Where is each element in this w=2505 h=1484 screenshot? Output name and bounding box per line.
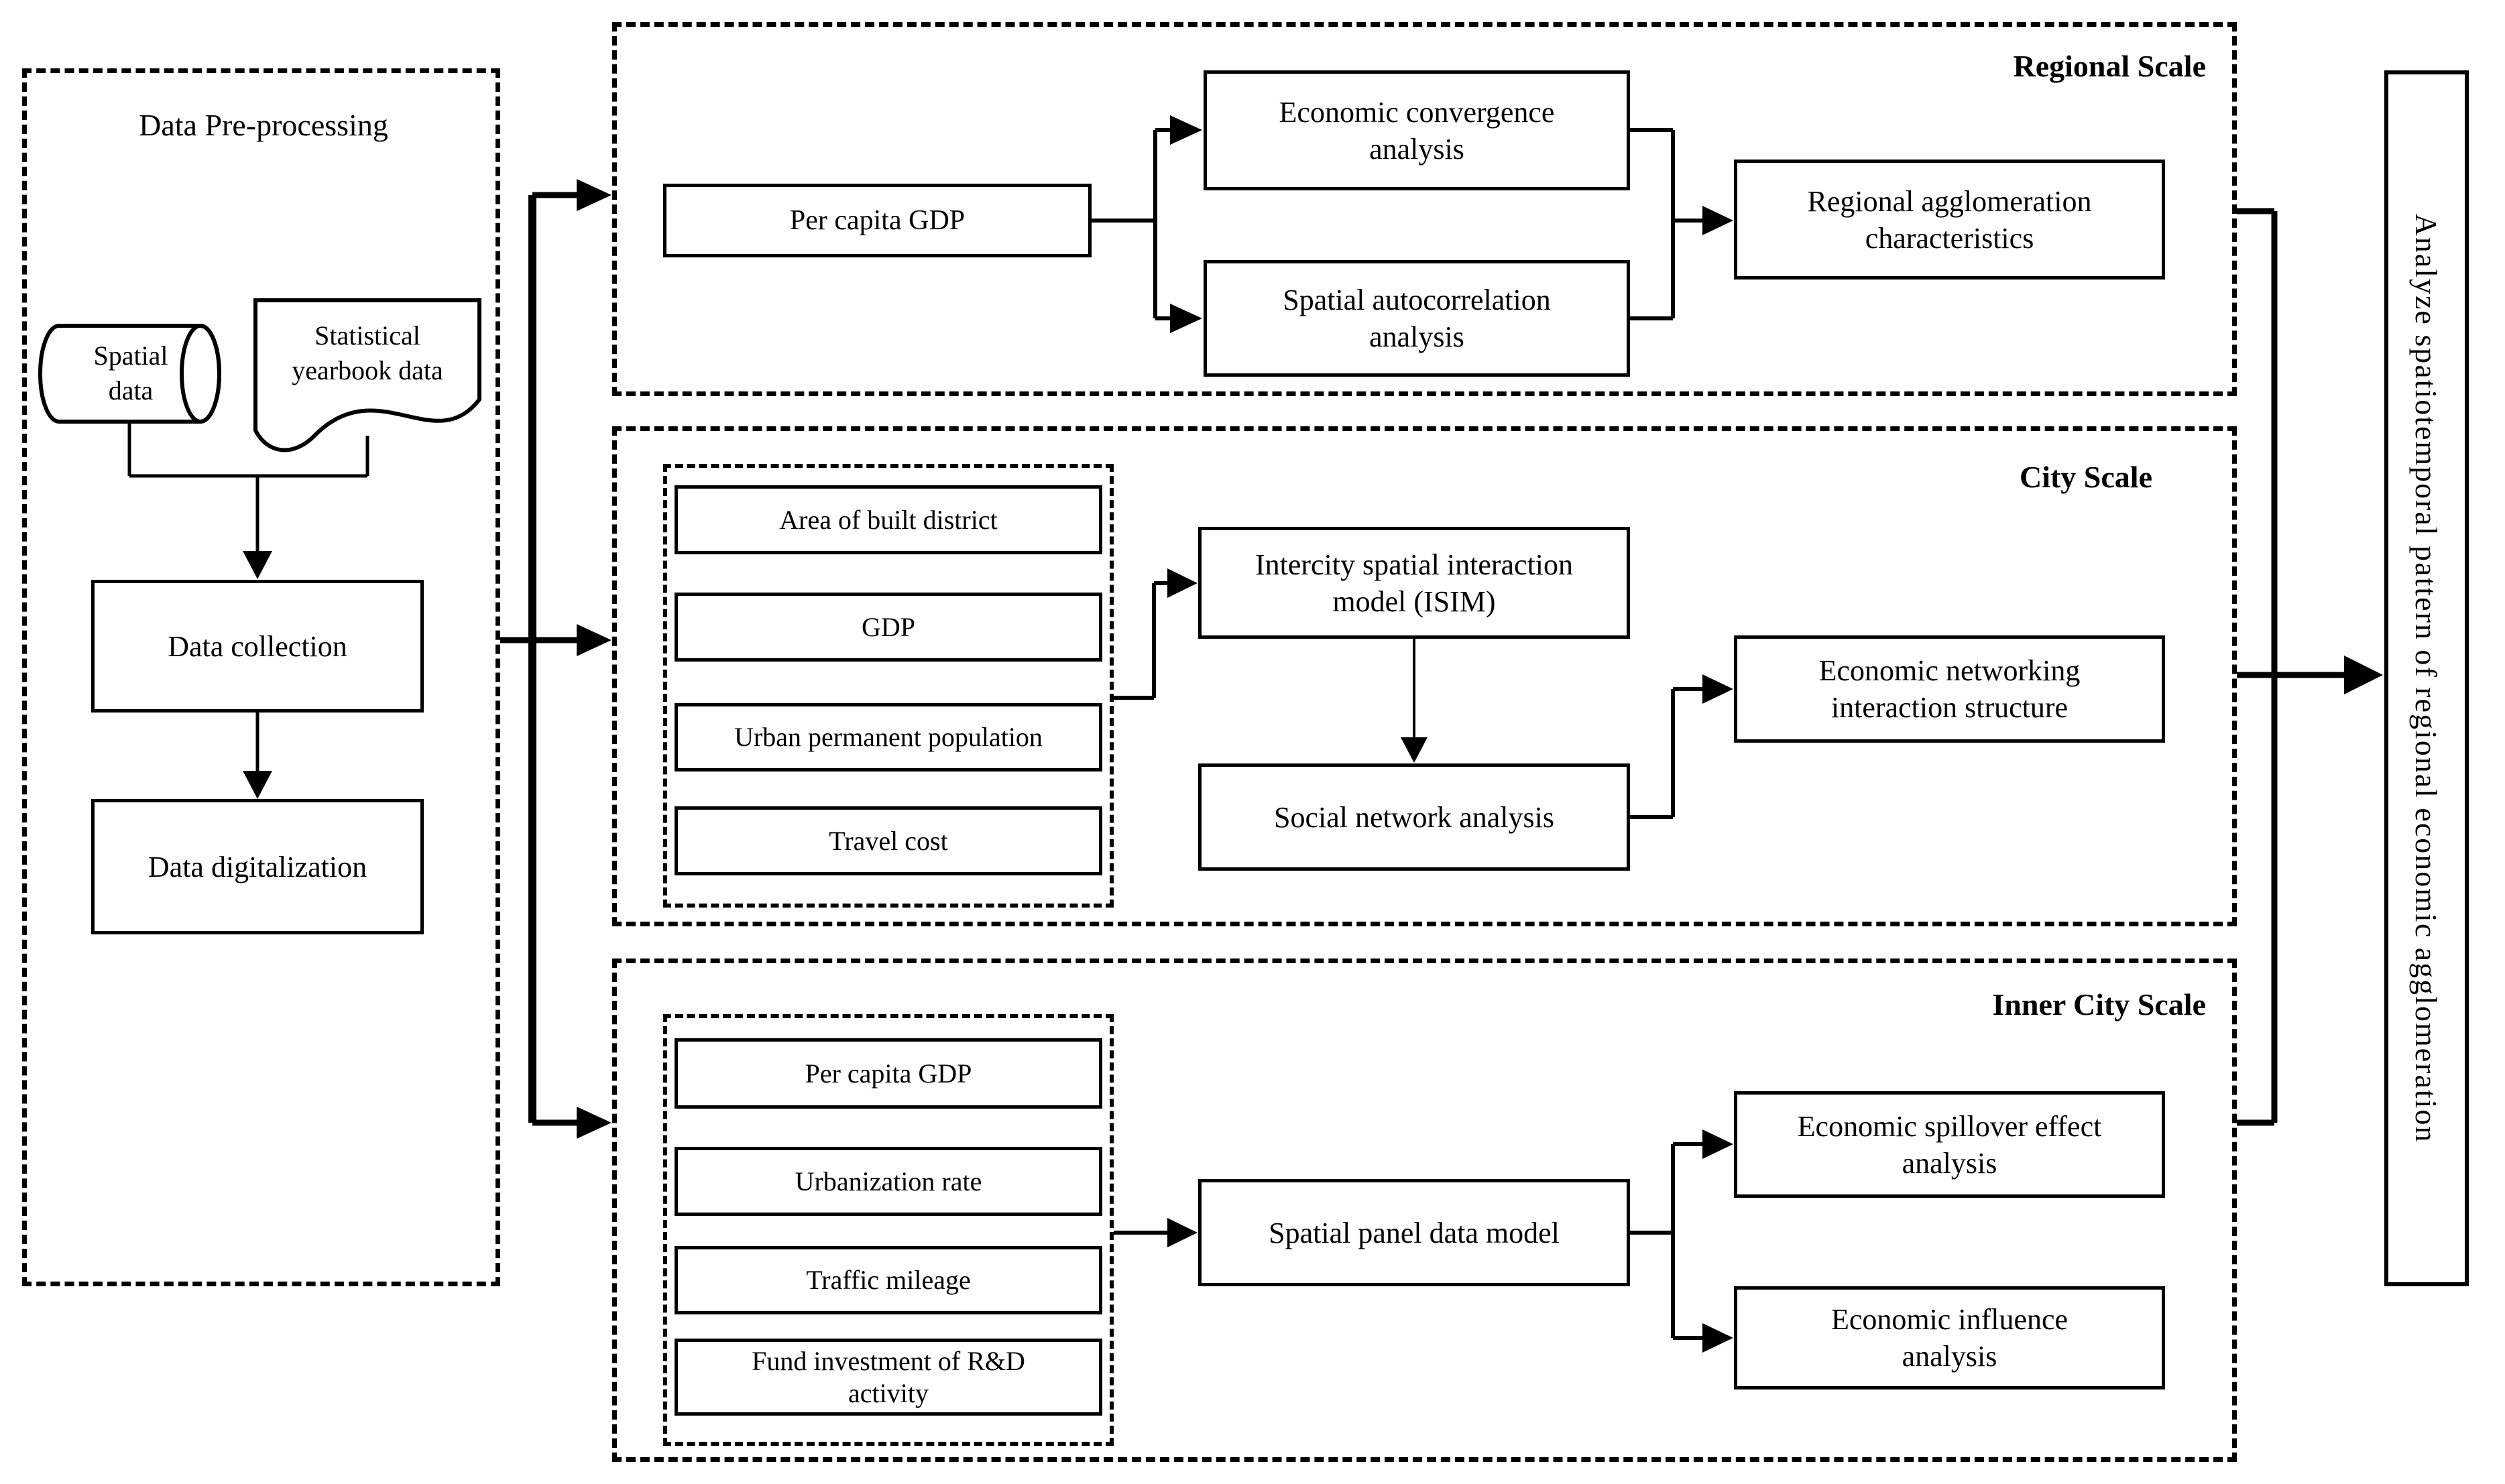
arrowhead-data-digitalization	[243, 771, 272, 799]
regional-scale-group-box	[612, 22, 2237, 396]
city-scale-label: City Scale	[2019, 460, 2152, 494]
spatial-data-label: Spatial data	[93, 341, 168, 406]
regional-agglomeration-box: Regional agglomeration characteristics	[1734, 160, 2165, 280]
spatial-panel-data-model-box: Spatial panel data model	[1198, 1179, 1630, 1286]
city-input-gdp-box: GDP	[675, 593, 1102, 662]
innercity-inputs-group-box	[663, 1014, 1114, 1446]
arrowhead-sna	[1401, 737, 1428, 763]
arrowhead-spillover	[1702, 1129, 1733, 1159]
arrowhead-agglomeration	[1702, 206, 1733, 235]
arrowhead-convergence	[1170, 115, 1202, 145]
regional-scale-label: Regional Scale	[2013, 49, 2206, 83]
city-inputs-group-box	[663, 464, 1114, 908]
arrowhead-networking	[1702, 674, 1733, 704]
spatial-autocorrelation-box: Spatial autocorrelation analysis	[1204, 260, 1630, 377]
city-input-area-box: Area of built district	[675, 485, 1102, 554]
outcome-label: Analyze spatiotemporal pattern of region…	[2409, 213, 2444, 1143]
cylinder-rim	[180, 324, 221, 424]
economic-influence-box: Economic influence analysis	[1734, 1286, 2165, 1389]
connector-spdm-split	[1630, 1142, 1704, 1340]
per-capita-gdp-box: Per capita GDP	[663, 184, 1092, 257]
economic-networking-box: Economic networking interaction structur…	[1734, 635, 2165, 743]
arrowhead-regional-scale	[577, 179, 611, 211]
data-collection-box: Data collection	[91, 580, 424, 713]
arrowhead-outcome	[2344, 656, 2383, 694]
connector-regional-merge	[1630, 128, 1704, 320]
social-network-analysis-box: Social network analysis	[1198, 763, 1630, 871]
arrowhead-data-collection	[243, 551, 272, 579]
innercity-input-rnd-box: Fund investment of R&D activity	[675, 1339, 1102, 1416]
city-input-population-box: Urban permanent population	[675, 703, 1102, 771]
arrowhead-innercity-scale	[577, 1107, 611, 1139]
connector-sna-to-networking	[1630, 687, 1704, 819]
city-scale-group-box	[612, 426, 2237, 926]
data-digitalization-box: Data digitalization	[91, 799, 424, 934]
arrowhead-autocorrelation	[1170, 304, 1202, 333]
innercity-scale-label: Inner City Scale	[1992, 987, 2206, 1022]
innercity-input-urbanization-box: Urbanization rate	[675, 1147, 1102, 1216]
isim-box: Intercity spatial interaction model (ISI…	[1198, 527, 1630, 639]
economic-convergence-box: Economic convergence analysis	[1204, 70, 1630, 190]
arrowhead-isim	[1167, 568, 1198, 598]
arrowhead-city-scale	[577, 624, 611, 656]
innercity-input-traffic-box: Traffic mileage	[675, 1246, 1102, 1314]
document-shape	[253, 298, 481, 452]
outcome-box	[2384, 70, 2469, 1286]
innercity-input-gdp-box: Per capita GDP	[675, 1038, 1102, 1109]
city-input-travelcost-box: Travel cost	[675, 806, 1102, 875]
innercity-scale-group-box	[612, 959, 2237, 1462]
connector-cityinputs-to-isim	[1114, 581, 1169, 700]
arrowhead-influence	[1702, 1323, 1733, 1353]
preprocessing-group-box	[22, 68, 500, 1286]
arrowhead-spdm	[1167, 1218, 1198, 1247]
preprocessing-title: Data Pre-processing	[139, 108, 388, 142]
yearbook-data-label: Statistical yearbook data	[292, 320, 443, 385]
economic-spillover-box: Economic spillover effect analysis	[1734, 1091, 2165, 1198]
